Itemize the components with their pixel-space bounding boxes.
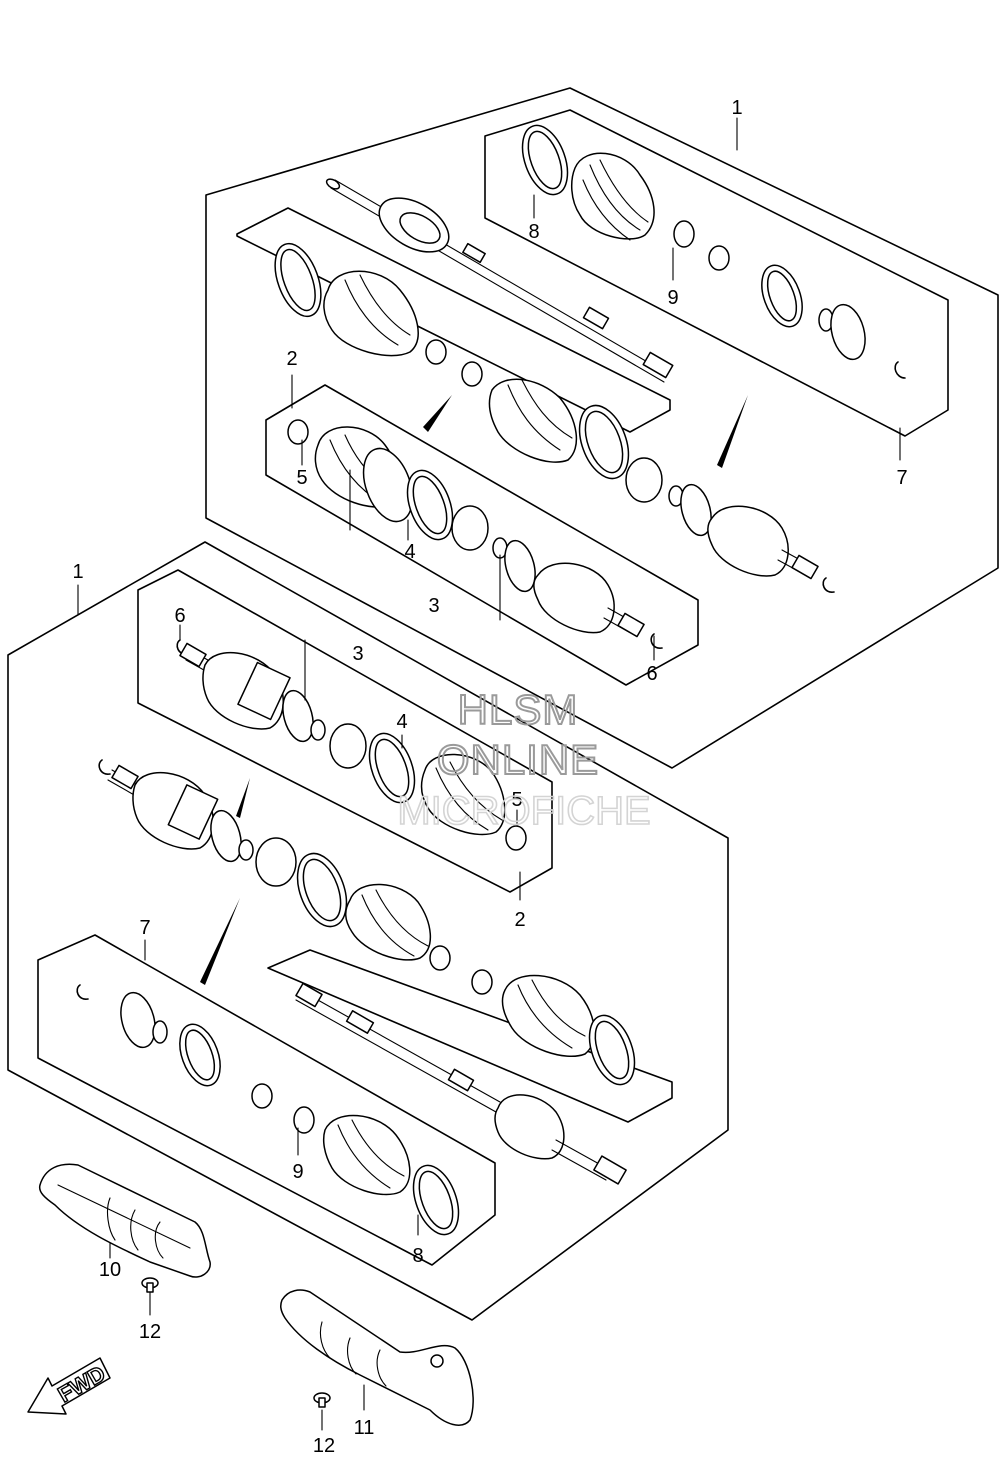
upper-arrow-left (423, 395, 452, 432)
lower-joint-kit-frame (137, 569, 553, 893)
fwd-direction-arrow: FWD (27, 1357, 111, 1415)
upper-outer-joint (488, 378, 835, 593)
lower-arrow-top (236, 778, 250, 818)
callout-7-lower: 7 (139, 917, 150, 939)
lower-joint-kit-parts (176, 639, 527, 851)
lower-boot-kit-parts (76, 984, 460, 1236)
callout-6-lower: 6 (174, 605, 185, 627)
callout-9-lower: 9 (292, 1161, 303, 1183)
callout-5-upper: 5 (296, 467, 307, 489)
callout-6-upper: 6 (646, 663, 657, 685)
callout-8-upper: 8 (528, 221, 539, 243)
upper-drive-shaft-assembly (205, 87, 999, 769)
upper-axle-shaft (325, 178, 674, 383)
heat-shield-11 (280, 1289, 474, 1426)
callout-numbers: 1 8 9 2 5 7 4 3 6 1 6 3 4 5 2 7 9 8 10 1… (72, 97, 907, 1457)
callout-2-lower: 2 (514, 909, 525, 931)
upper-leader-lines (291, 117, 901, 661)
callout-8-lower: 8 (412, 1245, 423, 1267)
upper-assembly-outline (205, 87, 999, 769)
callout-10: 10 (99, 1259, 121, 1281)
upper-inner-kit-frame (236, 207, 671, 433)
upper-boot-kit-parts (521, 124, 906, 379)
callout-7-upper: 7 (896, 467, 907, 489)
fwd-arrow-shape (27, 1357, 111, 1415)
upper-boot-kit-frame (484, 109, 949, 437)
lower-assembly-outline (7, 541, 729, 1321)
callout-4-lower: 4 (396, 711, 407, 733)
lower-inner-joint (98, 759, 451, 971)
callout-12-right: 12 (313, 1435, 335, 1457)
callout-2-upper: 2 (286, 348, 297, 370)
callout-12-left: 12 (139, 1321, 161, 1343)
bolt-12-right (313, 1392, 331, 1408)
watermark: HLSM ONLINE MICROFICHE (397, 685, 652, 834)
callout-11: 11 (354, 1417, 375, 1439)
lower-leader-lines (77, 584, 521, 1431)
heat-shield-10 (38, 1163, 211, 1278)
watermark-line-3: MICROFICHE (397, 789, 650, 833)
lower-inner-kit-frame (267, 949, 673, 1123)
callout-3-lower: 3 (352, 643, 363, 665)
lower-axle-shaft (295, 969, 636, 1185)
upper-joint-kit-parts (287, 419, 663, 649)
lower-arrow-bottom (200, 898, 240, 985)
bolt-12-left (141, 1277, 159, 1293)
upper-arrow-right (717, 395, 748, 468)
watermark-line-1: HLSM (458, 686, 579, 733)
callout-1-upper: 1 (731, 97, 742, 119)
lower-drive-shaft-assembly (7, 541, 729, 1321)
lower-boot-kit-frame (37, 934, 496, 1266)
watermark-line-2: ONLINE (437, 736, 599, 783)
upper-joint-kit-frame (265, 384, 699, 686)
upper-inner-kit-parts (274, 242, 483, 387)
callout-5-lower: 5 (511, 789, 522, 811)
callout-3-upper: 3 (428, 595, 439, 617)
callout-1-lower: 1 (72, 561, 83, 583)
callout-9-upper: 9 (667, 287, 678, 309)
callout-4-upper: 4 (404, 541, 415, 563)
